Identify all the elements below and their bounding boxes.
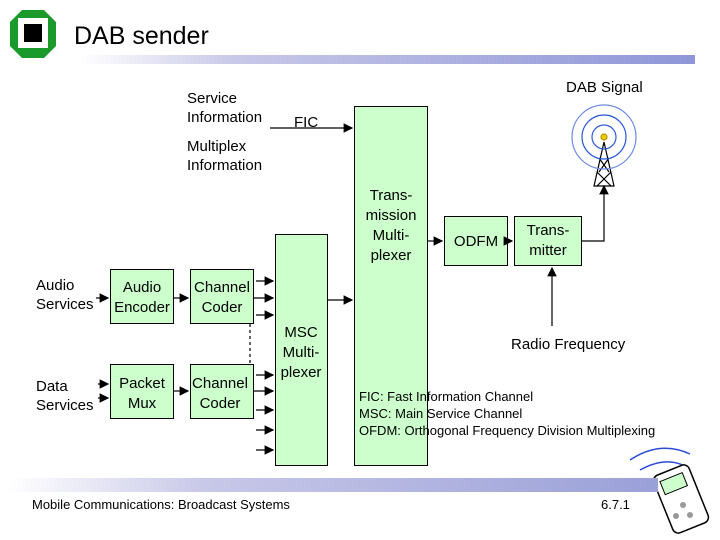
legend-msc: MSC: Main Service Channel: [359, 406, 523, 421]
transmitter-text: Trans- mitter: [526, 222, 570, 259]
fic-label: FIC: [294, 114, 319, 131]
footer-course: Mobile Communications: Broadcast Systems: [32, 497, 290, 512]
audio-encoder-text: Audio Encoder: [114, 279, 170, 316]
channel-coder-data-box: [190, 364, 254, 419]
channel-coder-data-text: Channel Coder: [192, 375, 248, 412]
transmitter-box: [514, 216, 582, 266]
packet-mux-box: [110, 364, 174, 419]
msc-multiplexer-box: [275, 234, 328, 466]
msc-multiplexer-text: MSC Multi- plexer: [280, 324, 322, 381]
odfm-box: [444, 216, 508, 266]
mobile-phone-icon: [629, 447, 710, 534]
transmission-multiplexer-text: Trans- mission Multi- plexer: [365, 187, 417, 264]
dab-signal-label: DAB Signal: [566, 79, 643, 96]
header-rule: [80, 55, 695, 64]
data-services-label: Data Services: [36, 378, 94, 414]
audio-encoder-box: [110, 269, 174, 324]
footer-page-number: 6.7.1: [601, 497, 630, 512]
antenna-icon: [593, 133, 615, 187]
packet-mux-text: Packet Mux: [119, 375, 165, 412]
odfm-text: ODFM: [453, 233, 499, 250]
slide-title: DAB sender: [74, 22, 209, 50]
legend-ofdm: OFDM: Orthogonal Frequency Division Mult…: [359, 423, 656, 438]
service-information-label: Service Information: [187, 90, 263, 126]
footer-rule: [8, 478, 658, 492]
university-logo: [10, 10, 56, 58]
channel-coder-audio-box: [190, 269, 254, 324]
audio-services-label: Audio Services: [36, 277, 94, 313]
radio-frequency-label: Radio Frequency: [511, 336, 626, 353]
multiplex-information-label: Multiplex Information: [187, 138, 263, 174]
legend-fic: FIC: Fast Information Channel: [359, 389, 534, 404]
channel-coder-audio-text: Channel Coder: [194, 279, 250, 316]
signal-waves-icon: [571, 104, 637, 170]
transmission-multiplexer-box: [354, 106, 428, 466]
